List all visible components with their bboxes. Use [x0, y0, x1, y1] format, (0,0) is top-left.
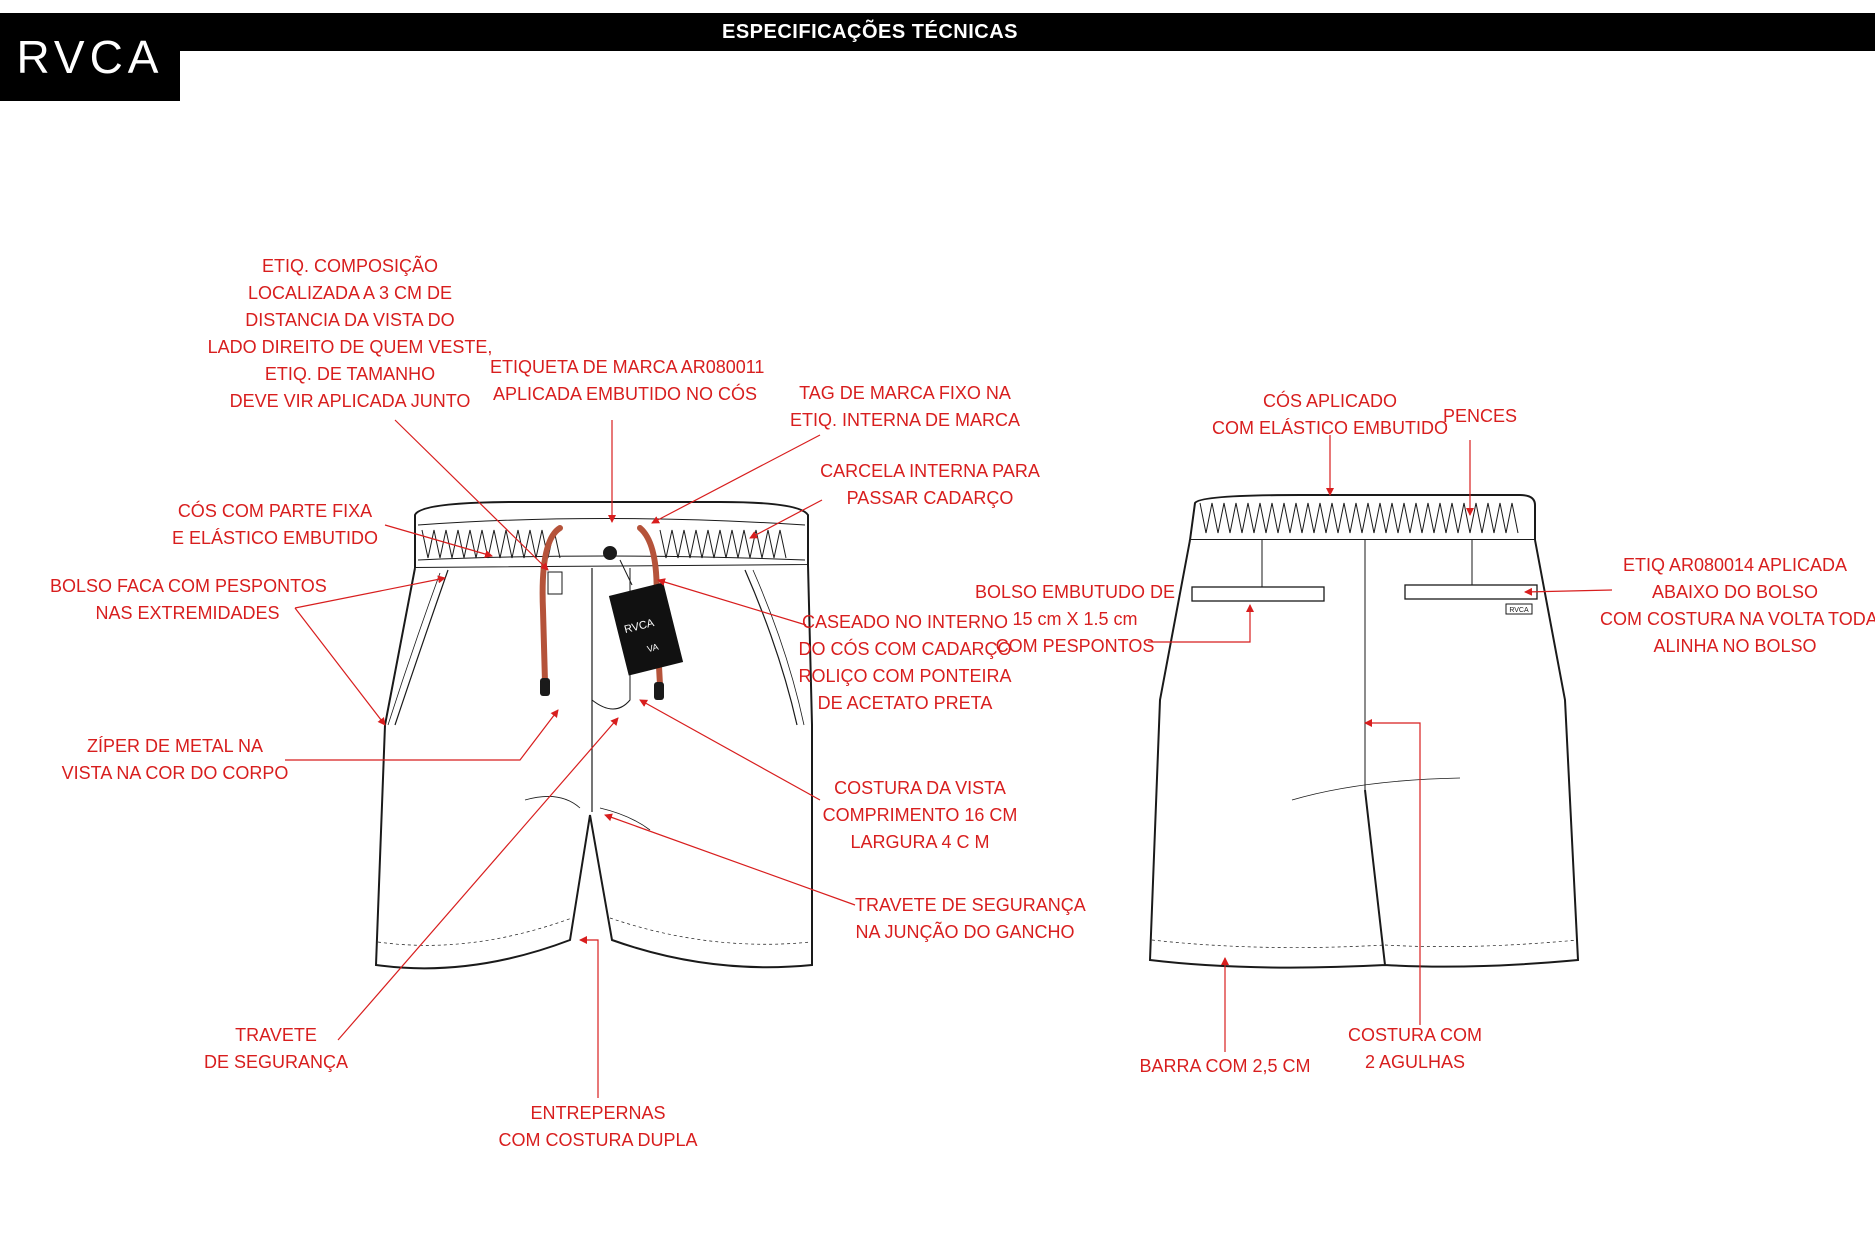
- annotation-bolso-embutido: BOLSO EMBUTUDO DE 15 cm X 1.5 cm COM PES…: [975, 582, 1176, 656]
- annotation-cos-parte-fixa: CÓS COM PARTE FIXA E ELÁSTICO EMBUTIDO: [171, 501, 379, 548]
- annotation-costura-vista: COSTURA DA VISTA COMPRIMENTO 16 CM LARGU…: [822, 778, 1018, 852]
- annotation-caseado: CASEADO NO INTERNO DO CÓS COM CADARÇO RO…: [798, 612, 1012, 713]
- back-elastic-gathers: [1199, 502, 1519, 534]
- front-body-outline: [374, 564, 813, 970]
- logo-text: RVCA: [16, 31, 164, 83]
- back-waistband: [1188, 494, 1536, 541]
- page-title: ESPECIFICAÇÕES TÉCNICAS: [722, 21, 1018, 43]
- header-bar: ESPECIFICAÇÕES TÉCNICAS: [0, 13, 1875, 51]
- back-brand-label-text: RVCA: [1509, 607, 1529, 614]
- annotation-bolso-faca: BOLSO FACA COM PESPONTOS NAS EXTREMIDADE…: [50, 576, 327, 623]
- leader-lines: [285, 419, 1613, 1098]
- annotation-etiqueta-marca: ETIQUETA DE MARCA AR080011 APLICADA EMBU…: [490, 357, 765, 404]
- cord-tip-right: [654, 682, 664, 700]
- back-left-pocket: [1191, 586, 1325, 602]
- front-elastic-gathers: [421, 529, 787, 559]
- annotation-pences: PENCES: [1442, 406, 1518, 426]
- annotation-barra: BARRA COM 2,5 CM: [1139, 1056, 1311, 1076]
- annotation-etiq-composicao: ETIQ. COMPOSIÇÃO LOCALIZADA A 3 CM DE DI…: [207, 256, 493, 411]
- composition-label: [547, 571, 563, 595]
- hang-tag-mark: VA: [646, 642, 659, 654]
- annotation-costura-agulhas: COSTURA COM 2 AGULHAS: [1347, 1025, 1482, 1072]
- annotation-cos-aplicado: CÓS APLICADO COM ELÁSTICO EMBUTIDO: [1211, 391, 1449, 438]
- annotation-travete-gancho: TRAVETE DE SEGURANÇA NA JUNÇÃO DO GANCHO: [855, 895, 1086, 942]
- annotation-etiq-ar080014: ETIQ AR080014 APLICADA ABAIXO DO BOLSO C…: [1600, 555, 1875, 656]
- annotation-travete: TRAVETE DE SEGURANÇA: [203, 1025, 349, 1072]
- back-brand-label: [1505, 603, 1533, 615]
- back-shorts-drawing: [1148, 494, 1580, 969]
- back-body-outline: [1148, 539, 1580, 969]
- annotation-tag-marca: TAG DE MARCA FIXO NA ETIQ. INTERNA DE MA…: [790, 383, 1021, 430]
- annotation-ziper: ZÍPER DE METAL NA VISTA NA COR DO CORPO: [61, 736, 289, 783]
- hang-tag: RVCA VA: [608, 559, 684, 676]
- annotation-entrepernas: ENTREPERNAS COM COSTURA DUPLA: [498, 1103, 698, 1150]
- annotation-carcela-interna: CARCELA INTERNA PARA PASSAR CADARÇO: [820, 461, 1040, 508]
- waist-button: [603, 546, 617, 560]
- front-left-pocket: [394, 569, 449, 726]
- front-shorts-drawing: [374, 501, 813, 970]
- front-right-pocket: [744, 569, 798, 726]
- back-right-pocket: [1404, 584, 1538, 600]
- cord-tip-left: [540, 678, 550, 696]
- brand-logo: RVCA: [0, 13, 180, 101]
